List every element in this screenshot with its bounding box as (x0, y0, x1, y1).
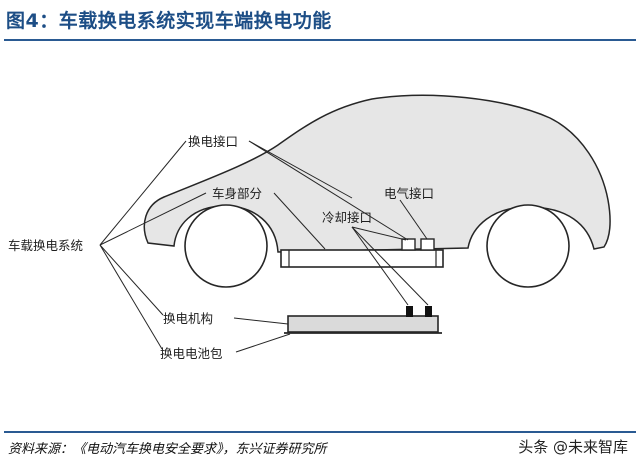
car-body (143, 94, 611, 253)
rear-wheel (486, 204, 570, 288)
label-body-part: 车身部分 (212, 186, 262, 201)
label-electrical-interface: 电气接口 (384, 186, 434, 201)
battery-connector-2 (425, 306, 432, 317)
label-swap-mechanism: 换电机构 (163, 311, 213, 326)
figure-header: 图4：车载换电系统实现车端换电功能 (0, 0, 640, 42)
label-swap-interface: 换电接口 (188, 134, 238, 149)
footer-rule (4, 431, 636, 433)
vehicle-connector-2 (420, 238, 435, 251)
label-cooling-interface: 冷却接口 (322, 210, 372, 225)
vehicle-mechanism-bar (280, 249, 444, 268)
leader-lines (99, 140, 429, 353)
vehicle-connector-1 (401, 238, 416, 251)
figure-source: 资料来源：《电动汽车换电安全要求》，东兴证券研究所 (8, 442, 327, 457)
watermark: 头条 @未来智库 (518, 438, 628, 456)
battery-pack (287, 315, 439, 333)
label-battery-swap-system: 车载换电系统 (8, 238, 83, 253)
header-rule (4, 39, 636, 41)
label-swap-battery-pack: 换电电池包 (160, 346, 223, 361)
front-wheel (184, 204, 268, 288)
battery-connector-1 (406, 306, 413, 317)
figure-title: 图4：车载换电系统实现车端换电功能 (6, 10, 332, 32)
